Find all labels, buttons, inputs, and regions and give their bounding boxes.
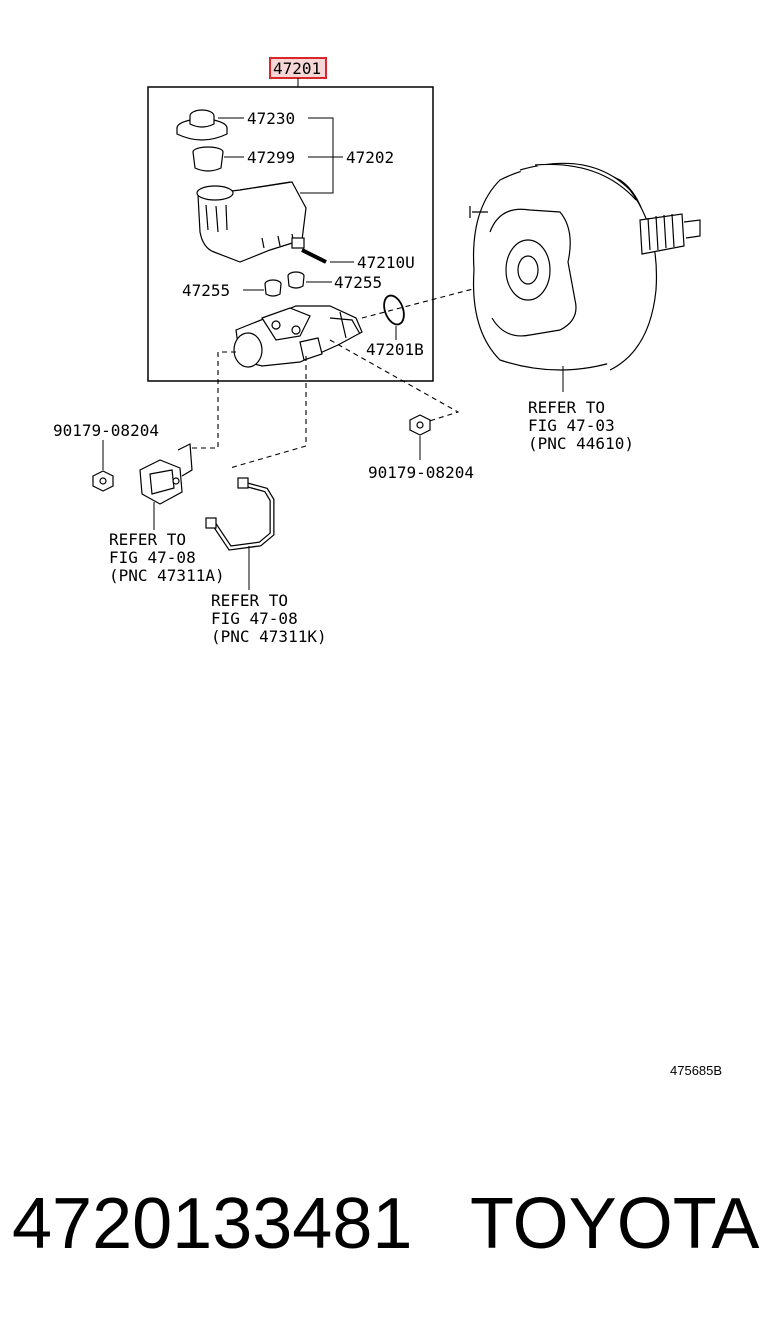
grommet-right: [287, 271, 305, 289]
refer-valve-line2: FIG 47-08: [109, 548, 196, 567]
label-47299: 47299: [247, 148, 295, 167]
refer-booster-line2: FIG 47-03: [528, 416, 615, 435]
valve-bracket: [139, 443, 193, 505]
label-bolt-right: 90179-08204: [368, 463, 474, 482]
label-bolt-left: 90179-08204: [53, 421, 159, 440]
label-47255-left: 47255: [182, 281, 230, 300]
refer-valve-line3: (PNC 47311A): [109, 566, 225, 585]
refer-booster-line3: (PNC 44610): [528, 434, 634, 453]
nut-right: [409, 414, 431, 436]
illustration-code: 475685B: [670, 1063, 722, 1078]
refer-booster-line1: REFER TO: [528, 398, 605, 417]
brake-tube: [205, 477, 275, 551]
refer-tube-line2: FIG 47-08: [211, 609, 298, 628]
o-ring: [383, 294, 405, 326]
label-47202: 47202: [346, 148, 394, 167]
nut-left: [92, 470, 114, 492]
master-cylinder: [233, 305, 363, 368]
reservoir-cap: [176, 109, 228, 141]
reservoir-strainer: [192, 146, 224, 172]
assembly-dash-lines: [180, 283, 493, 469]
reservoir-tank: [196, 181, 307, 263]
label-47201b: 47201B: [366, 340, 424, 359]
brand-name: TOYOTA: [470, 1184, 760, 1264]
refer-valve-line1: REFER TO: [109, 530, 186, 549]
label-47255-right: 47255: [334, 273, 382, 292]
part-number: 4720133481: [12, 1184, 413, 1264]
assembly-box: [147, 86, 434, 382]
label-47210u: 47210U: [357, 253, 415, 272]
label-47230: 47230: [247, 109, 295, 128]
brake-booster: [469, 162, 701, 371]
refer-tube-line1: REFER TO: [211, 591, 288, 610]
grommet-left: [264, 279, 282, 297]
reservoir-pin: [301, 248, 327, 264]
leader-47202: [300, 117, 343, 194]
refer-tube-line3: (PNC 47311K): [211, 627, 327, 646]
main-part-label[interactable]: 47201: [273, 59, 321, 78]
